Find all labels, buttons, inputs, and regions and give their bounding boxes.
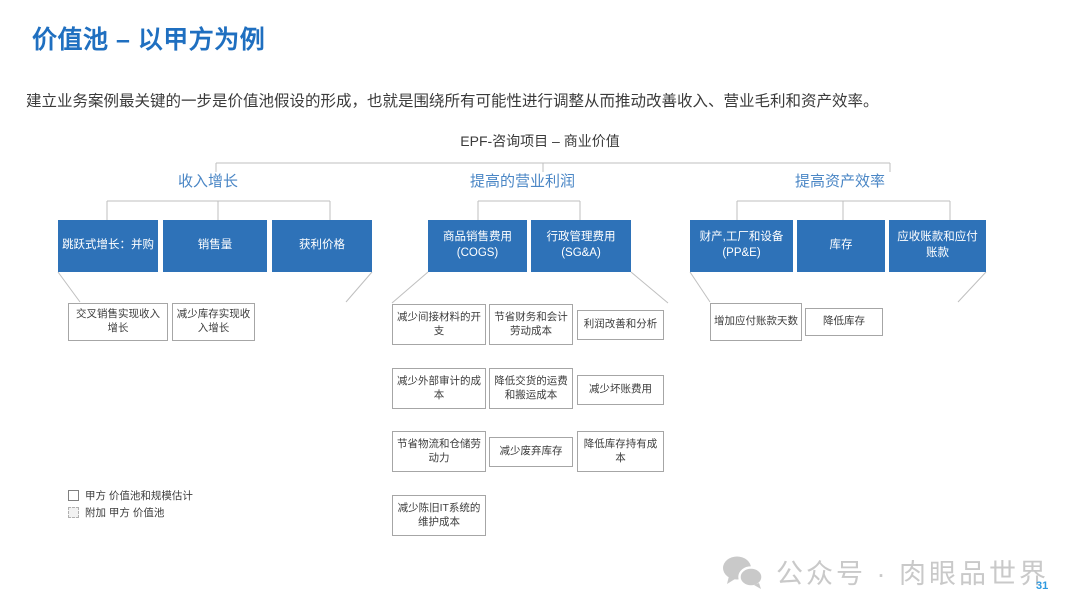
blue-box-g1-0[interactable]: 跳跃式增长：并购 [58, 220, 158, 272]
blue-box-g1-2[interactable]: 获利价格 [272, 220, 372, 272]
white-box-g1-0[interactable]: 交叉销售实现收入增长 [68, 303, 168, 341]
white-box-g3-1[interactable]: 降低库存 [805, 308, 883, 336]
white-box-g2-2[interactable]: 利润改善和分析 [577, 310, 664, 340]
blue-box-g2-0[interactable]: 商品销售费用(COGS) [428, 220, 527, 272]
legend-swatch-solid-icon [68, 490, 79, 501]
legend-label-1: 附加 甲方 价值池 [85, 507, 165, 519]
blue-box-g3-2[interactable]: 应收账款和应付账款 [889, 220, 986, 272]
white-box-g2-6[interactable]: 节省物流和仓储劳动力 [392, 431, 486, 472]
legend-swatch-dashed-icon [68, 507, 79, 518]
group-header-asset-efficiency: 提高资产效率 [795, 173, 886, 190]
blue-box-g2-1[interactable]: 行政管理费用(SG&A) [531, 220, 631, 272]
white-box-g2-5[interactable]: 减少坏账费用 [577, 375, 664, 405]
white-box-g2-4[interactable]: 降低交货的运费和搬运成本 [489, 368, 573, 409]
chart-title: EPF-咨询项目 – 商业价值 [460, 133, 620, 149]
white-box-g2-8[interactable]: 降低库存持有成本 [577, 431, 664, 472]
legend-label-0: 甲方 价值池和规模估计 [85, 490, 193, 502]
wechat-icon [722, 555, 764, 589]
group-header-operating-profit: 提高的营业利润 [470, 173, 576, 190]
white-box-g2-7[interactable]: 减少废弃库存 [489, 437, 573, 467]
white-box-g2-0[interactable]: 减少间接材料的开支 [392, 304, 486, 345]
white-box-g2-3[interactable]: 减少外部审计的成本 [392, 368, 486, 409]
blue-box-g1-1[interactable]: 销售量 [163, 220, 267, 272]
legend-item-1: 附加 甲方 价值池 [68, 505, 193, 520]
white-box-g3-0[interactable]: 增加应付账款天数 [710, 303, 802, 341]
watermark-text: 公众号 · 肉眼品世界 [776, 559, 1049, 589]
legend: 甲方 价值池和规模估计 附加 甲方 价值池 [68, 488, 193, 522]
blue-box-g3-1[interactable]: 库存 [797, 220, 885, 272]
white-box-g2-1[interactable]: 节省财务和会计劳动成本 [489, 304, 573, 345]
page-title: 价值池 – 以甲方为例 [32, 26, 266, 54]
watermark: 公众号 · 肉眼品世界 [722, 552, 1049, 591]
white-box-g2-9[interactable]: 减少陈旧IT系统的维护成本 [392, 495, 486, 536]
page-number: 31 [1036, 580, 1049, 592]
legend-item-0: 甲方 价值池和规模估计 [68, 488, 193, 503]
group-header-revenue-growth: 收入增长 [178, 173, 239, 190]
subtitle-text: 建立业务案例最关键的一步是价值池假设的形成，也就是围绕所有可能性进行调整从而推动… [26, 93, 879, 110]
white-box-g1-1[interactable]: 减少库存实现收入增长 [172, 303, 255, 341]
blue-box-g3-0[interactable]: 财产,工厂和设备(PP&E) [690, 220, 793, 272]
